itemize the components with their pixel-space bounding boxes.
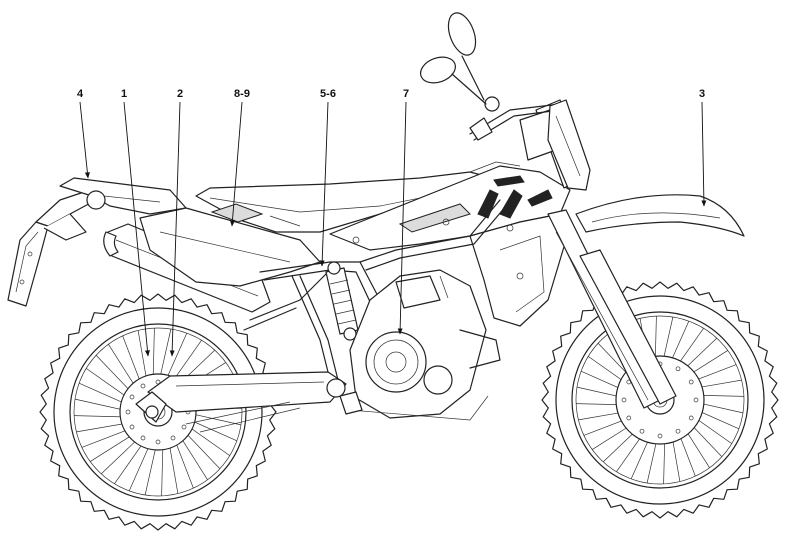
leader-8-9 <box>229 101 243 227</box>
callout-3: 3 <box>699 88 705 100</box>
fuel-tank <box>329 161 571 251</box>
leader-1 <box>123 101 150 357</box>
leader-3 <box>701 101 707 207</box>
callout-7: 7 <box>403 88 409 100</box>
leader-5-6 <box>319 101 329 267</box>
rear-brake-caliper <box>135 391 167 423</box>
rear-fender <box>59 177 187 215</box>
callout-2: 2 <box>177 88 183 100</box>
radiator-shroud <box>469 213 567 327</box>
callout-4: 4 <box>77 88 84 100</box>
callout-8-9: 8-9 <box>234 88 250 100</box>
side-panel <box>139 207 321 287</box>
leader-lines <box>79 101 707 357</box>
swingarm <box>147 371 347 433</box>
callout-labels: 4 1 2 8-9 5-6 7 3 <box>77 88 705 100</box>
callout-5-6: 5-6 <box>320 88 336 100</box>
rear-shock <box>325 261 359 341</box>
front-fender <box>575 194 745 237</box>
leader-2 <box>169 101 181 357</box>
engine <box>339 269 501 421</box>
leader-7 <box>397 101 407 335</box>
headlight-fairing <box>547 99 591 191</box>
handlebar <box>469 96 561 141</box>
license-plate-holder <box>7 189 97 307</box>
callout-1: 1 <box>121 88 127 100</box>
leader-4 <box>79 101 90 179</box>
mirror <box>419 12 487 105</box>
frame <box>243 199 507 381</box>
